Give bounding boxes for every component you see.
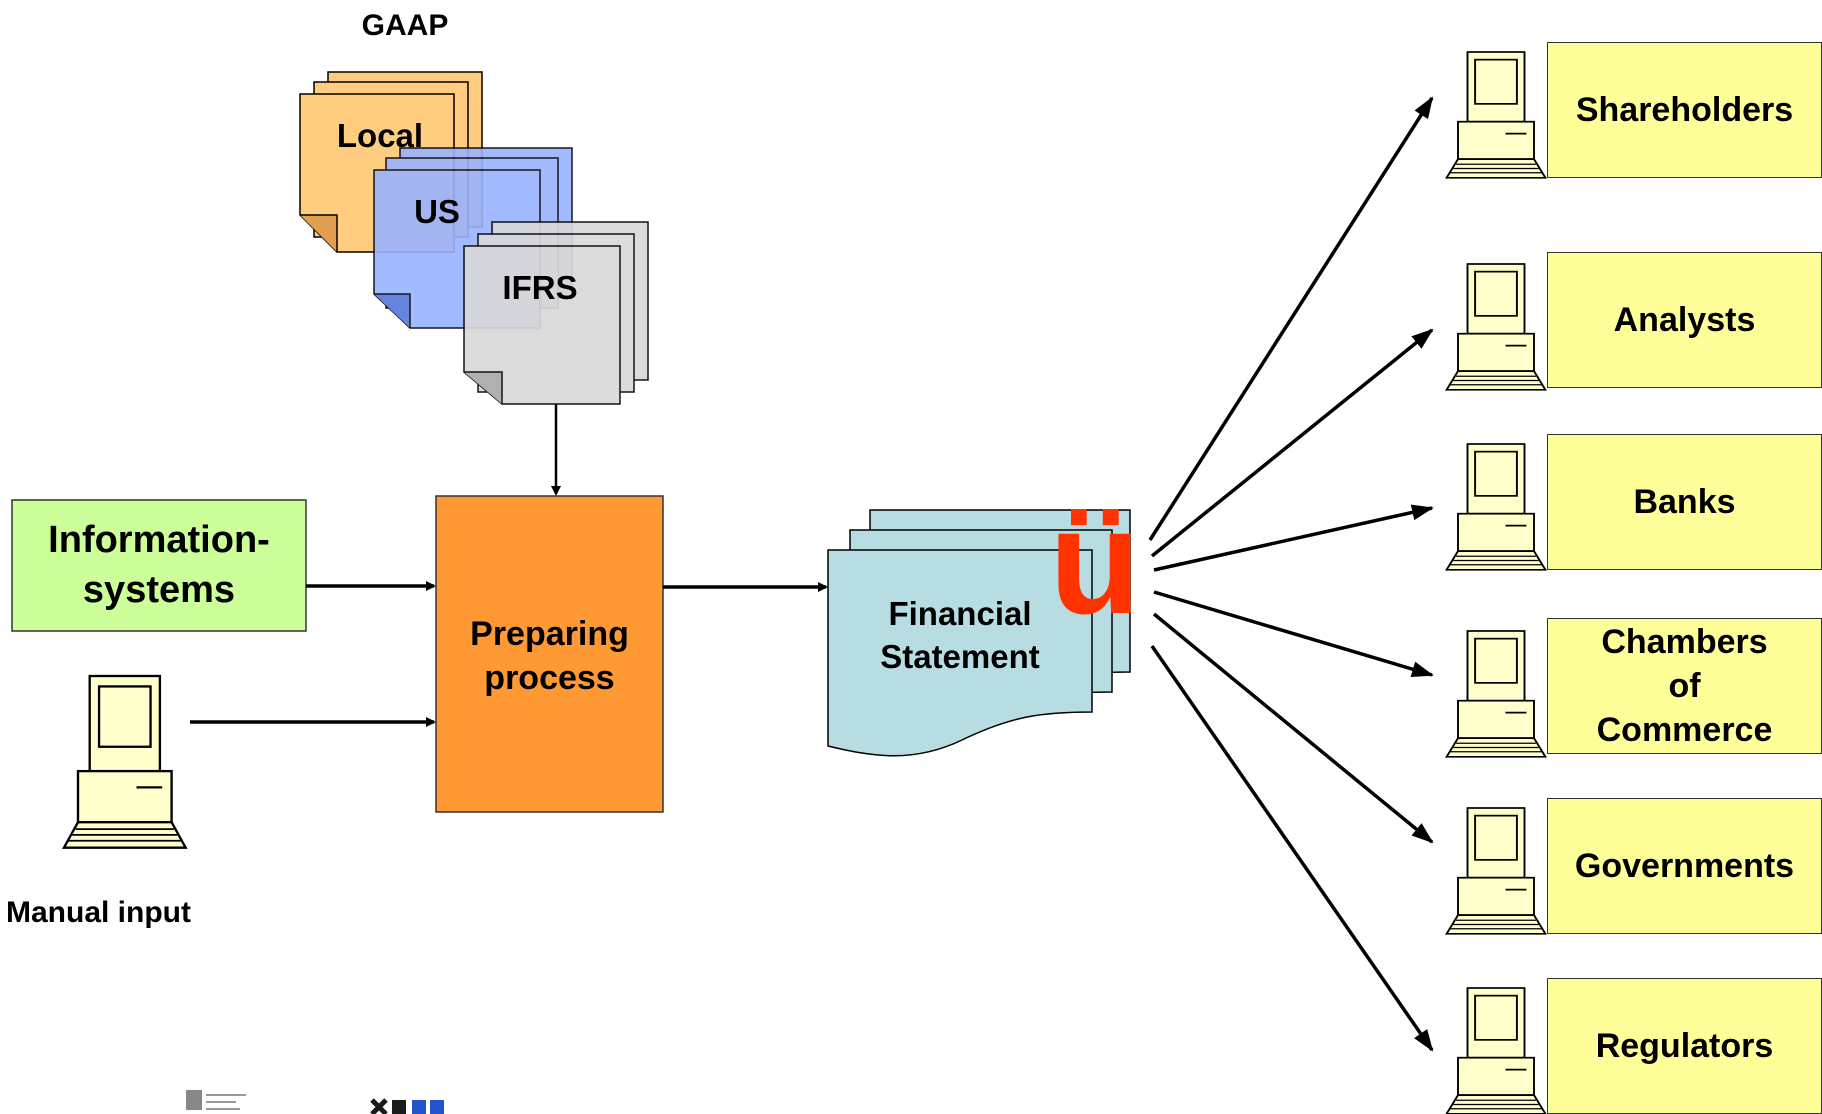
audience-analysts: Analysts <box>1547 252 1822 388</box>
arrow-to-regulators <box>1150 645 1434 1052</box>
check-mark-icon: ü <box>1049 477 1141 645</box>
arrow-to-analysts <box>1150 328 1434 558</box>
financial-statement-stack <box>827 509 1131 757</box>
audience-shareholders: Shareholders <box>1547 42 1822 178</box>
computer-icon <box>1445 807 1547 935</box>
gaap-ifrs-label: IFRS <box>502 269 578 306</box>
arrow-to-governments <box>1152 612 1434 844</box>
gaap-us-label: US <box>414 193 460 230</box>
gaap-title: GAAP <box>361 9 449 42</box>
arrow-to-banks <box>1153 504 1434 572</box>
computer-icon <box>1445 630 1547 758</box>
manual-input-label: Manual input <box>6 896 191 929</box>
financial-statement-label: Financial Statement <box>880 595 1040 675</box>
info-systems-label: Information- systems <box>48 519 270 611</box>
computer-icon <box>1445 51 1547 179</box>
audience-banks: Banks <box>1547 434 1822 570</box>
computer-icon <box>1445 987 1547 1114</box>
distribution-arrows <box>1148 96 1434 1052</box>
audience-regulators: Regulators <box>1547 978 1822 1114</box>
gaap-ifrs-stack <box>463 221 649 405</box>
audience-chambers-of-commerce: Chambers of Commerce <box>1547 618 1822 754</box>
gaap-local-label: Local <box>336 117 424 154</box>
xbrl-logo <box>370 1098 444 1114</box>
computer-icon <box>1445 443 1547 571</box>
info-systems-box <box>11 499 307 632</box>
preparing-process-box <box>435 495 664 813</box>
preparing-process-label: Preparing process <box>470 614 629 697</box>
arrow-to-chambers <box>1153 590 1434 677</box>
government-crest-logo <box>186 1090 246 1110</box>
computer-icon <box>1445 263 1547 391</box>
manual-input-computer-icon <box>62 674 187 849</box>
audience-governments: Governments <box>1547 798 1822 934</box>
arrow-to-shareholders <box>1148 96 1434 541</box>
